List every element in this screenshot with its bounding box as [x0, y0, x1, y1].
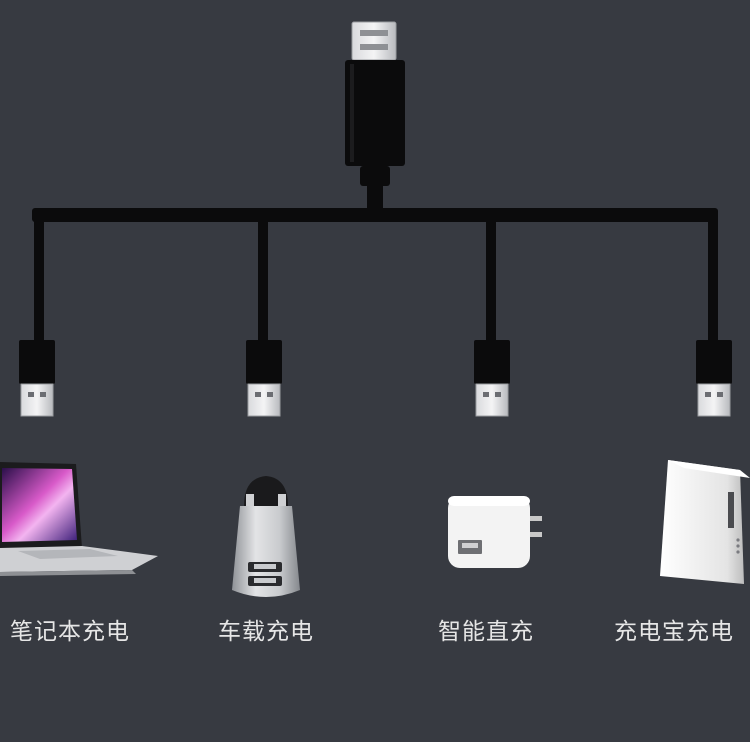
usb-a-connector — [246, 340, 282, 417]
device-label-laptop: 笔记本充电 — [10, 619, 130, 645]
power-bank-icon — [660, 460, 750, 584]
usb-a-connector — [19, 340, 55, 417]
wall-adapter-icon — [448, 496, 542, 568]
micro-usb-connector — [345, 21, 405, 210]
car-charger-icon — [232, 476, 300, 597]
device-label-wall-adapter: 智能直充 — [438, 619, 534, 645]
device-label-car-charger: 车载充电 — [218, 619, 314, 645]
cable-splitter — [32, 208, 718, 346]
usb-a-connector — [474, 340, 510, 417]
device-label-power-bank: 充电宝充电 — [614, 619, 734, 645]
laptop-icon — [0, 462, 158, 576]
usb-a-connector — [696, 340, 732, 417]
